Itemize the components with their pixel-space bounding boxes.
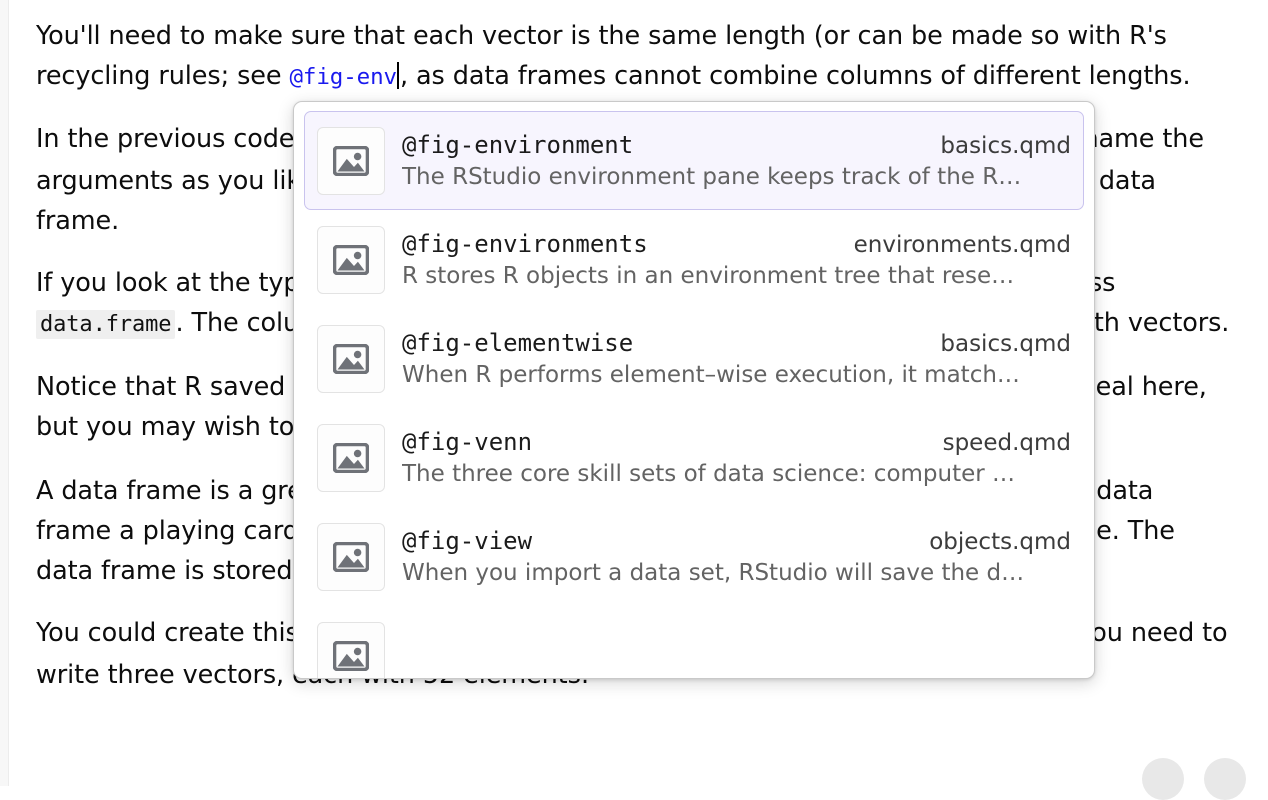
completion-item-id: @fig-environment xyxy=(402,131,634,159)
completion-item-description: The RStudio environment pane keeps track… xyxy=(402,164,1022,190)
image-icon xyxy=(317,225,385,294)
completion-item-description: The three core skill sets of data scienc… xyxy=(402,461,1016,487)
text-run: You'll need to make sure that each vecto… xyxy=(36,21,1167,91)
completion-item[interactable] xyxy=(304,606,1084,678)
image-icon xyxy=(317,324,385,393)
completion-item[interactable]: @fig-environments environments.qmd R store… xyxy=(304,210,1084,309)
completion-item-body xyxy=(402,653,1071,658)
image-icon xyxy=(317,126,385,195)
completion-item-body: @fig-environments environments.qmd R store… xyxy=(402,230,1071,289)
completion-item-description: When you import a data set, RStudio will… xyxy=(402,560,1025,586)
completion-item-file: basics.qmd xyxy=(940,331,1071,357)
completion-item-file: speed.qmd xyxy=(942,430,1071,456)
image-icon xyxy=(317,423,385,492)
inline-code: data.frame xyxy=(36,310,176,339)
completion-item-header: @fig-view objects.qmd xyxy=(402,527,1071,555)
completion-item-header: @fig-elementwise basics.qmd xyxy=(402,329,1071,357)
editor-gutter xyxy=(0,0,9,786)
text-run: , as data frames cannot combine columns … xyxy=(400,61,1191,91)
paragraph: You'll need to make sure that each vecto… xyxy=(36,16,1232,97)
completion-item-id: @fig-venn xyxy=(402,428,533,456)
image-icon xyxy=(317,621,385,678)
completion-item-file: basics.qmd xyxy=(940,133,1071,159)
fab-right-button[interactable] xyxy=(1204,758,1246,800)
image-icon xyxy=(317,522,385,591)
completion-item-header: @fig-venn speed.qmd xyxy=(402,428,1071,456)
completion-item-file: objects.qmd xyxy=(929,529,1071,555)
completion-item-id: @fig-view xyxy=(402,527,533,555)
completion-item-description: When R performs element–wise execution, … xyxy=(402,362,1020,388)
text-caret xyxy=(397,62,400,89)
completion-item-id: @fig-environments xyxy=(402,230,648,258)
fab-left-button[interactable] xyxy=(1142,758,1184,800)
completion-item-id: @fig-elementwise xyxy=(402,329,634,357)
completion-item-header: @fig-environments environments.qmd xyxy=(402,230,1071,258)
completion-item-header: @fig-environment basics.qmd xyxy=(402,131,1071,159)
cross-reference-token[interactable]: @fig-env xyxy=(289,64,398,90)
completion-item-file: environments.qmd xyxy=(853,232,1071,258)
completion-item-description: R stores R objects in an environment tre… xyxy=(402,263,1015,289)
